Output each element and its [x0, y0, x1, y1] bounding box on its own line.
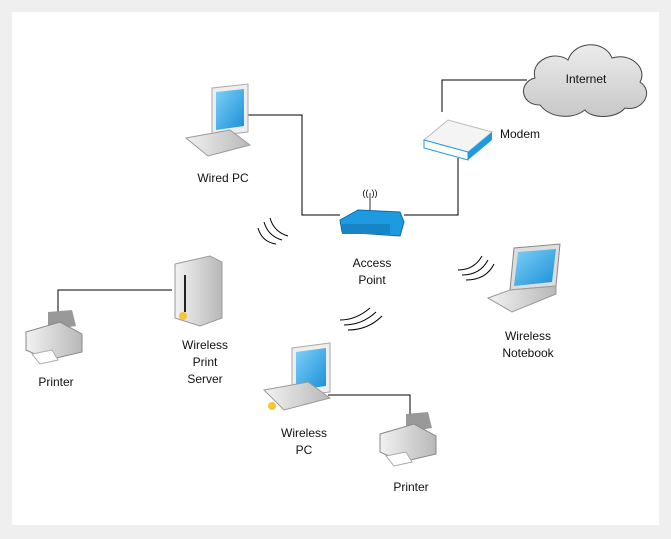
- label-line: Notebook: [502, 346, 554, 360]
- label-line: Wireless: [280, 426, 328, 440]
- link-ap-modem: [404, 158, 459, 216]
- label-internet: Internet: [565, 72, 607, 86]
- access-point-icon: ((·)): [339, 188, 405, 237]
- label-wireless-print-server: Wireless Print Server: [182, 337, 228, 388]
- label-line: Wireless: [504, 329, 551, 343]
- label-line: Point: [358, 273, 386, 287]
- wired-pc-icon: [184, 83, 252, 157]
- light-icon: [268, 402, 276, 410]
- label-line: Print: [192, 355, 218, 369]
- label-wireless-pc: Wireless PC: [281, 425, 327, 459]
- svg-text:((·)): ((·)): [363, 188, 378, 198]
- link-wirelesspc-printer: [328, 394, 411, 420]
- link-wiredpc-ap: [248, 114, 340, 216]
- label-wired-pc: Wired PC: [197, 171, 249, 185]
- label-modem: Modem: [499, 127, 541, 141]
- label-printer-left: Printer: [38, 375, 74, 389]
- printer-icon: [25, 310, 83, 365]
- label-access-point: Access Point: [353, 255, 392, 289]
- cloud-icon: [523, 44, 647, 117]
- label-line: Wireless: [181, 338, 229, 352]
- print-server-icon: [174, 255, 223, 327]
- printer-icon: [379, 412, 437, 467]
- label-printer-right: Printer: [393, 480, 429, 494]
- wireless-signal-icon: [257, 217, 495, 331]
- label-wireless-notebook: Wireless Notebook: [502, 328, 553, 362]
- link-modem-internet: [441, 79, 527, 112]
- laptop-icon: [486, 243, 561, 313]
- label-line: Server: [187, 372, 223, 386]
- light-icon: [179, 312, 187, 320]
- wireless-pc-icon: [262, 342, 332, 411]
- link-printer-server: [57, 289, 172, 312]
- label-line: Access: [352, 256, 392, 270]
- modem-icon: [422, 119, 494, 161]
- label-line: PC: [295, 443, 313, 457]
